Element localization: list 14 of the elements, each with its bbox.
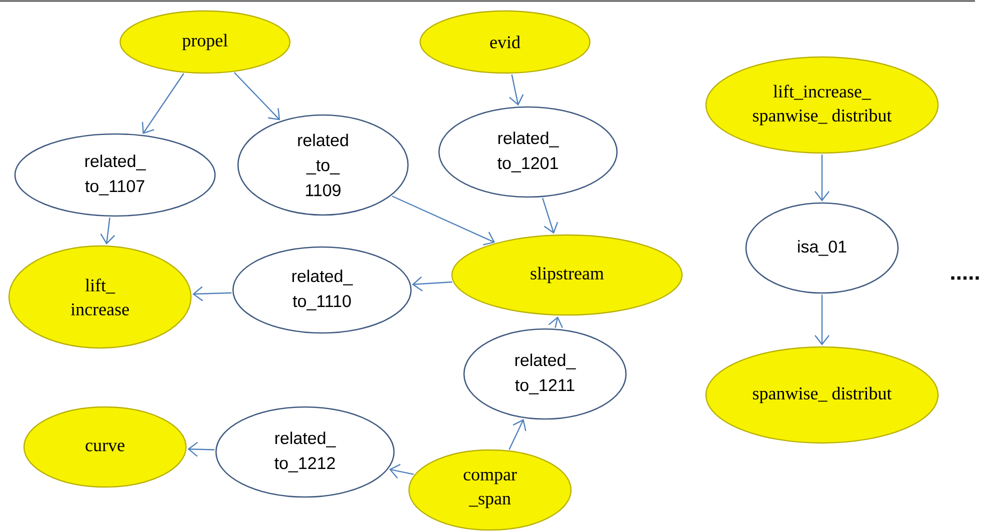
arrow: [412, 276, 452, 292]
ellipsis-mark: .....: [951, 276, 979, 280]
arrow: [389, 464, 414, 479]
arrow: [814, 154, 830, 202]
arrow: [509, 74, 524, 106]
arrow: [392, 196, 496, 246]
arrow: [192, 286, 232, 302]
arrow: [814, 294, 830, 346]
arrow: [234, 72, 280, 120]
arrow: [508, 419, 526, 450]
arrow: [542, 198, 558, 234]
arrow: [142, 73, 184, 134]
arrow: [100, 218, 116, 245]
arrow: [188, 442, 214, 457]
